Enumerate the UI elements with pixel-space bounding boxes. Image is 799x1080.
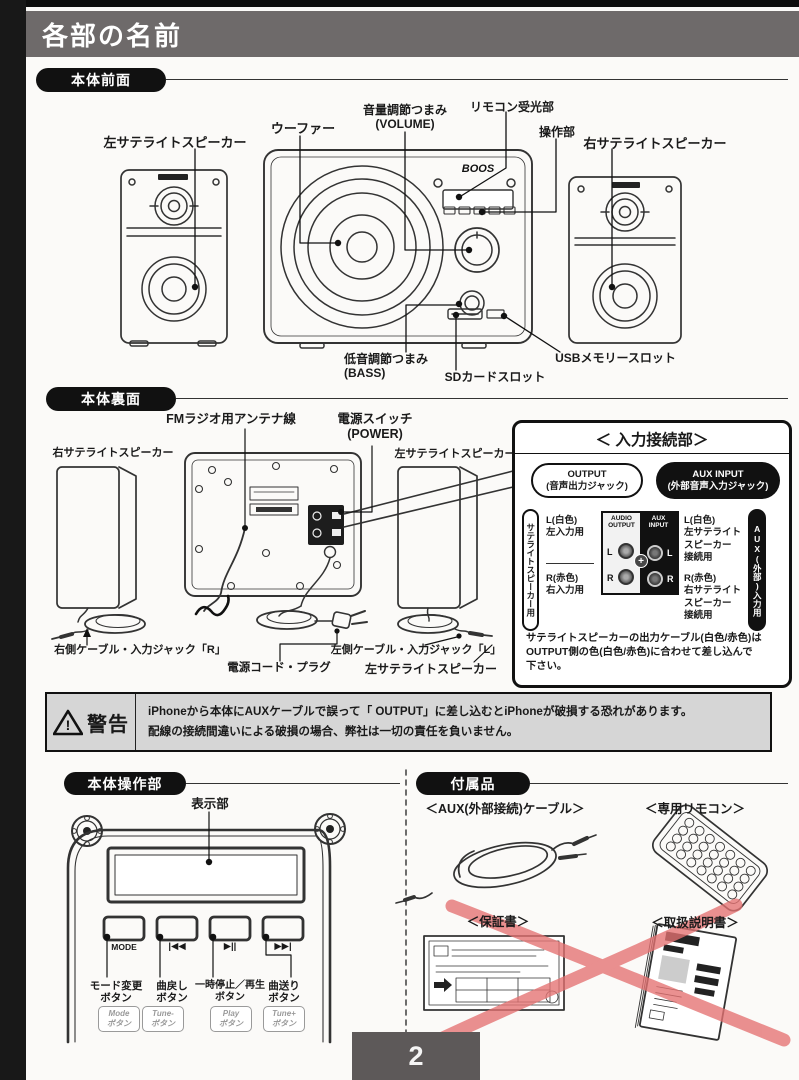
label-play-pause-button: 一時停止／再生 ボタン (195, 980, 265, 1003)
warning-box: ! 警告 iPhoneから本体にAUXケーブルで誤って「 OUTPUT」に差し込… (45, 692, 772, 752)
label-right-speaker-connect: R(赤色) 右サテライト スピーカー 接続用 (684, 573, 742, 622)
label-left-cable-jack: 左側ケーブル・入力ジャック「L」 (330, 644, 502, 656)
aux-r-jack-icon (647, 571, 663, 587)
jack-letter: R (667, 574, 674, 584)
label-bass-knob: 低音調節つまみ (BASS) (344, 352, 429, 381)
output-r-jack-icon (618, 569, 634, 585)
label-woofer: ウーファー (270, 121, 336, 136)
label-sd-slot: SDカードスロット (444, 370, 546, 384)
section-back-rule (176, 398, 788, 399)
label-left-satellite-back: 左サテライトスピーカー (394, 448, 516, 460)
mode-sub-pill: Mode ボタン (98, 1006, 140, 1032)
warning-text: iPhoneから本体にAUXケーブルで誤って「 OUTPUT」に差し込むとiPh… (148, 704, 693, 738)
jack-panel: AUDIO OUTPUT AUX INPUT L R L R + (601, 511, 679, 595)
aux-l-jack-icon (647, 545, 663, 561)
label-manual: ＜取扱説明書＞ (651, 916, 739, 930)
front-callouts (191, 111, 616, 371)
warning-word: 警告 (87, 713, 129, 736)
section-controls-rule (186, 783, 400, 784)
section-accessories-rule (530, 783, 788, 784)
input-connection-box: ＜ 入力接続部＞ OUTPUT (音声出力ジャック) AUX INPUT (外部… (512, 420, 792, 688)
label-right-cable-jack: 右側ケーブル・入力ジャック「R」 (54, 644, 226, 656)
label-output-left: L(白色) 左入力用 (546, 515, 585, 539)
next-button-glyph: ▶▶| (274, 941, 292, 952)
jack-letter: L (667, 548, 673, 558)
tune-plus-sub-pill: Tune+ ボタン (263, 1006, 305, 1032)
satellite-rail: サテライトスピーカー用 (522, 509, 539, 631)
front-diagram (120, 149, 682, 349)
label-display: 表示部 (191, 797, 229, 811)
input-box-title-rule (515, 453, 789, 454)
page-number-box: 2 (352, 1032, 480, 1080)
label-aux-cable: ＜AUX(外部接続)ケーブル＞ (425, 802, 585, 816)
jack-letter: R (607, 573, 614, 583)
page-number: 2 (408, 1040, 424, 1071)
label-next-button: 曲送り ボタン (268, 980, 300, 1005)
label-remote-sensor: リモコン受光部 (469, 100, 554, 114)
label-warranty: ＜保証書＞ (466, 915, 530, 929)
tune-minus-sub-pill: Tune- ボタン (142, 1006, 184, 1032)
aux-input-header: AUX INPUT (648, 515, 669, 530)
label-remote: ＜専用リモコン＞ (644, 802, 745, 816)
label-left-satellite-cable: 左サテライトスピーカー (364, 662, 497, 676)
section-front-rule (166, 79, 788, 80)
label-power-switch: 電源スイッチ (POWER) (337, 412, 413, 441)
plus-icon: + (634, 554, 648, 568)
input-box-divider (546, 563, 594, 564)
play-sub-pill: Play ボタン (210, 1006, 252, 1032)
label-right-satellite-front: 右サテライトスピーカー (583, 136, 727, 151)
prev-button-glyph: |◀◀ (168, 941, 186, 952)
section-front-pill: 本体前面 (36, 68, 166, 92)
label-fm-antenna: FMラジオ用アンテナ線 (166, 412, 296, 426)
label-output-right: R(赤色) 右入力用 (546, 573, 585, 597)
aux-jack-pill: AUX INPUT (外部音声入力ジャック) (656, 462, 780, 499)
section-accessories-pill: 付属品 (416, 772, 530, 795)
warning-label-cell: ! 警告 (47, 694, 136, 750)
label-usb-slot: USBメモリースロット (555, 351, 676, 365)
back-callouts (83, 428, 493, 663)
top-black-strip (0, 0, 799, 7)
controls-callouts (103, 811, 292, 978)
label-power-cord-plug: 電源コード・プラグ (227, 662, 331, 674)
section-back-pill: 本体裏面 (46, 387, 176, 411)
title-banner: 各部の名前 (26, 11, 799, 57)
play-pause-button-glyph: ▶|| (223, 941, 237, 952)
label-prev-button: 曲戻し ボタン (156, 980, 188, 1005)
output-jack-pill: OUTPUT (音声出力ジャック) (531, 463, 643, 498)
label-volume-knob: 音量調節つまみ (VOLUME) (362, 103, 447, 132)
svg-text:!: ! (66, 717, 71, 733)
label-left-satellite-front: 左サテライトスピーカー (103, 135, 247, 150)
audio-output-header: AUDIO OUTPUT (608, 515, 635, 530)
warning-icon: ! (53, 709, 83, 735)
left-black-bar (0, 0, 26, 1080)
label-mode-button: モード変更 ボタン (89, 980, 143, 1005)
aux-rail: AUX(外部)入力用 (748, 509, 766, 631)
input-box-note: サテライトスピーカーの出力ケーブル(白色/赤色)は OUTPUT側の色(白色/赤… (526, 633, 762, 672)
mode-button-glyph: MODE (111, 942, 137, 952)
section-controls-pill: 本体操作部 (64, 772, 186, 795)
output-l-jack-icon (618, 543, 634, 559)
back-diagram (51, 452, 514, 640)
jack-letter: L (607, 547, 613, 557)
page-title: 各部の名前 (42, 20, 183, 51)
label-control-panel: 操作部 (538, 125, 575, 139)
input-box-title: ＜ 入力接続部＞ (595, 432, 709, 449)
label-left-speaker-connect: L(白色) 左サテライト スピーカー 接続用 (684, 515, 742, 564)
label-right-satellite-back: 右サテライトスピーカー (52, 447, 174, 459)
brand-logo: BOOS (461, 163, 495, 175)
